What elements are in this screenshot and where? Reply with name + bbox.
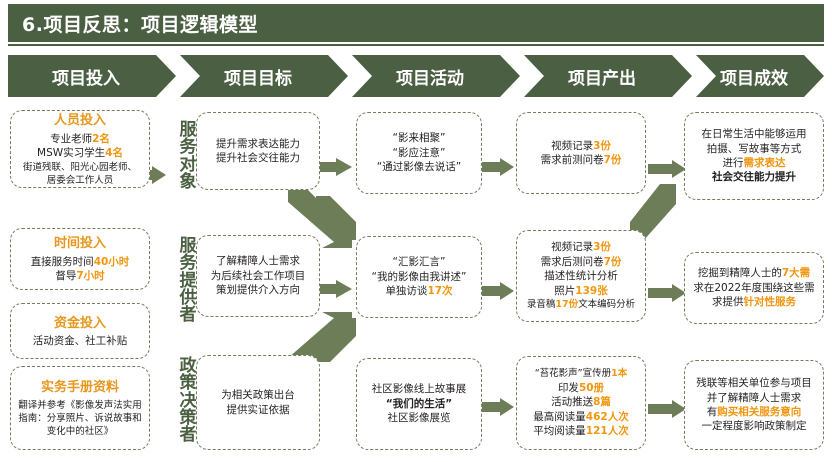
- input-line: 街道残联、阳光心园老师、: [22, 161, 137, 173]
- input-line: 变化中的社区》: [46, 425, 114, 437]
- outcome-box-3[interactable]: 残联等相关单位参与项目 并了解精障人士需求 有购买相关服务意向 一定程度影响政策…: [684, 360, 824, 450]
- stage-chevron-outputs: 项目产出: [524, 55, 692, 97]
- goal-box-service-target[interactable]: 提升需求表达能力 提升社会交往能力: [196, 112, 320, 190]
- activity-line: 社区影像线上故事展: [371, 383, 467, 396]
- activity-line: 单独访谈17次: [385, 285, 453, 298]
- input-box-funding[interactable]: 资金投入 活动资金、社工补贴: [10, 303, 150, 359]
- outcome-line: 拍摄、写故事等方式: [706, 142, 802, 155]
- output-box-2[interactable]: 视频记录3份 需求后测问卷7份 描述性统计分析 照片139张 录音稿17份文本编…: [516, 230, 646, 322]
- stage-chevron-goals: 项目目标: [180, 55, 348, 97]
- goal-box-policy-maker[interactable]: 为相关政策出台 提供实证依据: [196, 355, 320, 450]
- stage-label-outcomes: 项目成效: [720, 68, 788, 89]
- input-heading-personnel: 人员投入: [53, 113, 106, 129]
- output-line: 视频记录3份: [551, 241, 611, 254]
- outcome-box-2[interactable]: 挖掘到精障人士的7大需 求在2022年度围绕这些需 求提供针对性服务: [684, 252, 824, 324]
- outcome-box-1[interactable]: 在日常生活中能够运用 拍摄、写故事等方式 进行需求表达 社会交往能力提升: [684, 112, 824, 200]
- goal-line: 策划提供介入方向: [216, 284, 300, 297]
- input-line: MSW实习学生4名: [37, 147, 123, 160]
- outcome-line: 求提供针对性服务: [712, 296, 796, 309]
- stage-label-inputs: 项目投入: [52, 68, 120, 89]
- input-line: 专业老师2名: [50, 132, 110, 145]
- output-line: 录音稿17份文本编码分析: [526, 299, 636, 311]
- outcome-line: 求在2022年度围绕这些需: [693, 281, 815, 294]
- activity-line-highlight: “我们的生活”: [385, 397, 453, 410]
- stage-chevron-outcomes: 项目成效: [696, 55, 824, 97]
- arrow-outputs-to-outcomes-3: [648, 400, 686, 418]
- input-line: 督导7小时: [55, 270, 105, 283]
- arrow-outputs-diag-up-to-outcome1: [630, 182, 676, 240]
- stage-label-activities: 项目活动: [396, 68, 464, 89]
- arrow-activities-diag-up: [316, 318, 356, 362]
- input-line: 指南：分享照片、诉说故事和: [18, 412, 142, 424]
- slide-title-bar: 6.项目反思：项目逻辑模型: [8, 4, 824, 42]
- stakeholder-label-service-provider: 服务提供者: [179, 236, 197, 326]
- input-heading-manual: 实务手册资料: [40, 380, 119, 396]
- title-underline: [8, 44, 824, 46]
- input-line: 直接服务时间40小时: [30, 255, 130, 268]
- stakeholder-label-service-target: 服务对象: [179, 120, 197, 192]
- goal-box-service-provider[interactable]: 了解精障人士需求 为后续社会工作项目 策划提供介入方向: [196, 235, 320, 317]
- output-line: 活动推送8篇: [551, 396, 611, 409]
- activity-box-3[interactable]: 社区影像线上故事展 “我们的生活” 社区影像展览: [356, 358, 482, 450]
- activity-line: “汇影汇言”: [392, 256, 446, 269]
- arrow-outputs-to-outcomes-2: [648, 284, 686, 302]
- outcome-line: 进行需求表达: [722, 157, 786, 169]
- output-line: 描述性统计分析: [544, 270, 618, 283]
- activity-line: “影来相聚”: [392, 132, 446, 145]
- output-line: 需求前测问卷7份: [540, 154, 622, 166]
- output-line: 最高阅读量462人次: [533, 410, 629, 423]
- stage-chevron-inputs: 项目投入: [8, 55, 176, 97]
- output-line: “苔花影声”宣传册1本: [534, 368, 628, 380]
- goal-line: 提供实证依据: [226, 403, 290, 416]
- output-line: 需求后测问卷7份: [540, 255, 622, 268]
- goal-line: 提升社会交往能力: [216, 152, 300, 164]
- outcome-line-highlight: 社会交往能力提升: [712, 171, 796, 184]
- input-line: 活动资金、社工补贴: [32, 335, 128, 347]
- stage-label-outputs: 项目产出: [568, 68, 636, 89]
- input-line: 居委会工作人员: [46, 174, 114, 186]
- outcome-line: 并了解精障人士需求: [706, 391, 802, 404]
- stage-chevron-band: 项目投入 项目目标 项目活动 项目产出 项目成效: [8, 55, 824, 97]
- output-line: 视频记录3份: [551, 139, 611, 152]
- activity-box-1[interactable]: “影来相聚” “影应注意” “通过影像去说话”: [356, 112, 482, 194]
- goal-line: 提升需求表达能力: [216, 137, 300, 150]
- stakeholder-label-policy-maker: 政策决策者: [179, 356, 197, 446]
- input-heading-funding: 资金投入: [53, 315, 106, 331]
- activity-line: “通过影像去说话”: [376, 161, 462, 174]
- arrow-outputs-to-outcomes-1: [648, 160, 686, 178]
- outcome-line: 在日常生活中能够运用: [701, 128, 807, 141]
- input-line: 翻译并参考《影像发声法实用: [18, 399, 142, 411]
- outcome-line: 一定程度影响政策制定: [701, 420, 807, 433]
- activity-line: 社区影像展览: [387, 412, 451, 425]
- output-line: 平均阅读量121人次: [533, 425, 629, 438]
- output-box-3[interactable]: “苔花影声”宣传册1本 印发50册 活动推送8篇 最高阅读量462人次 平均阅读…: [516, 356, 646, 450]
- input-box-personnel[interactable]: 人员投入 专业老师2名 MSW实习学生4名 街道残联、阳光心园老师、 居委会工作…: [10, 110, 150, 188]
- goal-line: 了解精障人士需求: [216, 255, 300, 268]
- input-box-manual[interactable]: 实务手册资料 翻译并参考《影像发声法实用 指南：分享照片、诉说故事和 变化中的社…: [10, 366, 150, 450]
- goal-line: 为相关政策出台: [221, 389, 295, 402]
- page-title: 6.项目反思：项目逻辑模型: [22, 13, 258, 36]
- activity-line: “影应注意”: [392, 146, 446, 159]
- goal-line: 为后续社会工作项目: [210, 269, 306, 282]
- input-heading-time: 时间投入: [53, 236, 106, 252]
- output-line: 照片139张: [554, 284, 608, 297]
- outcome-line: 残联等相关单位参与项目: [696, 377, 812, 390]
- activity-box-2[interactable]: “汇影汇言” “我的影像由我讲述” 单独访谈17次: [356, 236, 482, 318]
- stage-chevron-activities: 项目活动: [352, 55, 520, 97]
- output-line: 印发50册: [557, 381, 605, 394]
- activity-line: “我的影像由我讲述”: [371, 270, 467, 283]
- output-box-1[interactable]: 视频记录3份 需求前测问卷7份: [516, 112, 646, 194]
- outcome-line: 挖掘到精障人士的7大需: [697, 267, 811, 280]
- stage-label-goals: 项目目标: [224, 68, 292, 89]
- input-box-time[interactable]: 时间投入 直接服务时间40小时 督导7小时: [10, 228, 150, 290]
- outcome-line: 有购买相关服务意向: [706, 406, 802, 418]
- arrow-activities-diag-down: [316, 196, 356, 240]
